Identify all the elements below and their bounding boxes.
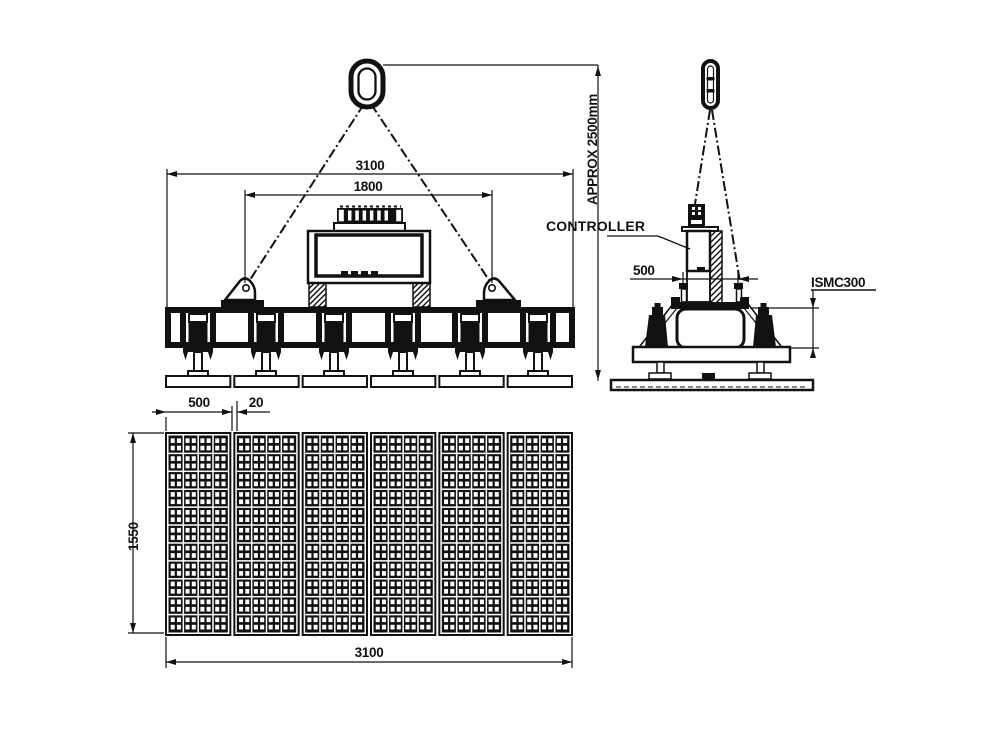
mount-bolts bbox=[679, 283, 743, 303]
controller-label: CONTROLLER bbox=[546, 218, 645, 234]
side-base bbox=[609, 345, 815, 392]
sling-lines-side bbox=[694, 109, 742, 289]
connector-dots bbox=[341, 271, 378, 276]
dim-plan-total-width: 3100 bbox=[355, 645, 384, 660]
lifting-eye-front bbox=[348, 58, 386, 110]
side-view: CONTROLLER 500 bbox=[546, 59, 876, 392]
clamp-left bbox=[639, 303, 678, 348]
magnet-side bbox=[671, 297, 749, 350]
lifting-eye-side bbox=[701, 59, 720, 110]
plan-dimensions bbox=[128, 401, 573, 668]
load-plates-front bbox=[165, 375, 573, 388]
controller-leader bbox=[607, 235, 691, 250]
magnet-units-front bbox=[180, 309, 556, 378]
dim-plan-pad-width: 500 bbox=[188, 395, 210, 410]
spreader-beam bbox=[165, 307, 575, 348]
lifting-lug-right bbox=[476, 277, 521, 307]
side-dim-ismc bbox=[750, 289, 876, 358]
front-dimensions bbox=[166, 64, 601, 381]
magnet-pad-panels bbox=[165, 432, 573, 636]
dim-front-lug-span: 1800 bbox=[354, 179, 383, 194]
dim-side-bolt-span: 500 bbox=[633, 263, 655, 278]
side-dim-500 bbox=[630, 272, 758, 286]
dim-front-sling-height: APPROX 2500mm bbox=[585, 94, 600, 205]
dim-plan-depth: 1550 bbox=[126, 522, 141, 551]
plan-view: 500 20 1550 3100 bbox=[126, 395, 573, 668]
controller-side bbox=[681, 204, 723, 307]
lifting-lug-left bbox=[221, 277, 264, 307]
dim-front-total-width: 3100 bbox=[356, 158, 385, 173]
front-view: 3100 1800 APPROX 2500mm bbox=[165, 58, 601, 388]
dim-plan-gap: 20 bbox=[249, 395, 263, 410]
controller-box-front bbox=[306, 205, 432, 308]
clamp-right bbox=[743, 303, 782, 348]
channel-label: ISMC300 bbox=[811, 275, 865, 290]
